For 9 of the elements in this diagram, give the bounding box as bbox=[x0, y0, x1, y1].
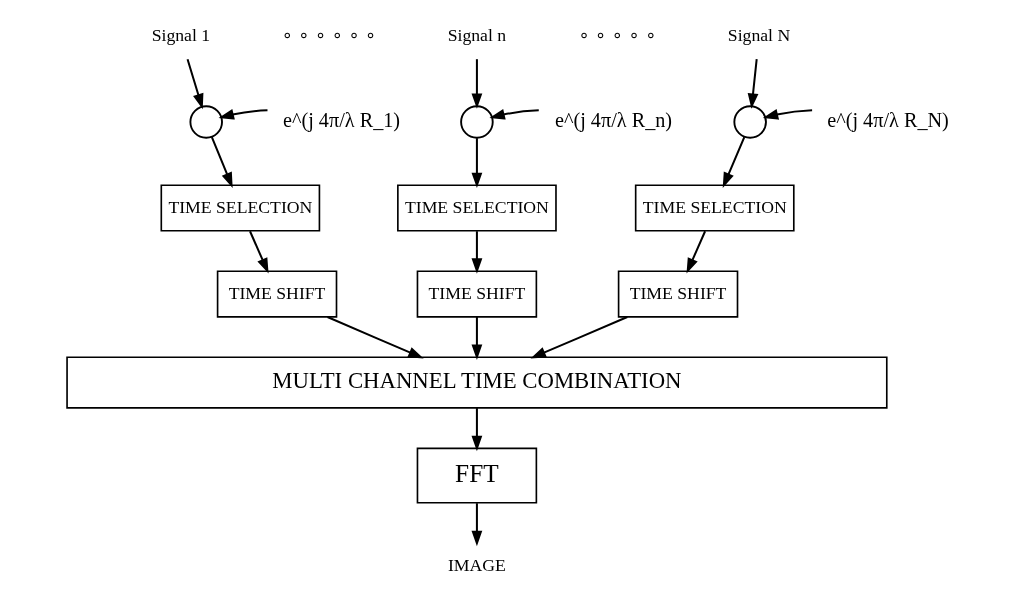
label: ∘ ∘ ∘ ∘ ∘ ∘ bbox=[281, 24, 376, 45]
node-text: e^(j 4π/λ R_1) bbox=[282, 108, 400, 131]
node-text: Signal N bbox=[727, 24, 790, 45]
node-text: e^(j 4π/λ R_n) bbox=[554, 108, 672, 131]
node-text: e^(j 4π/λ R_N) bbox=[826, 108, 949, 131]
label: ∘ ∘ ∘ ∘ ∘ bbox=[577, 24, 656, 45]
node-text: Signal 1 bbox=[151, 24, 210, 45]
node-text: Signal n bbox=[447, 24, 506, 45]
node-text: IMAGE bbox=[447, 554, 506, 575]
